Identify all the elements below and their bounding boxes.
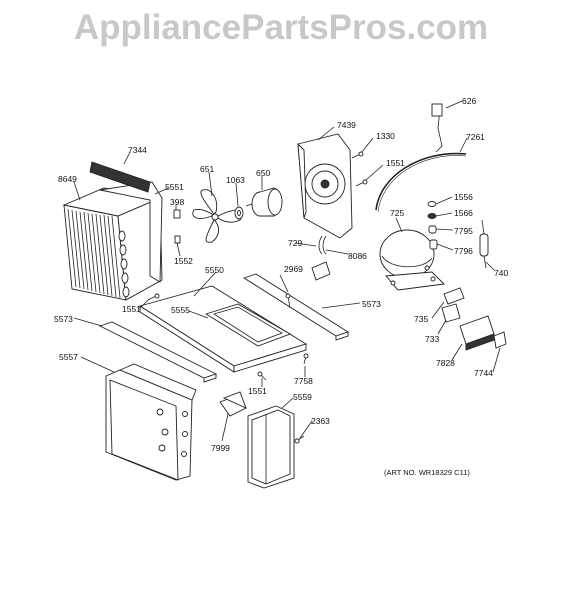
washer-1566[interactable] (427, 213, 437, 219)
front-panel[interactable] (105, 363, 197, 481)
label-2969: 2969 (284, 264, 303, 274)
side-panel[interactable] (247, 405, 295, 489)
drier[interactable] (479, 219, 489, 269)
label-1551-mid: 1551 (122, 304, 141, 314)
label-7796: 7796 (454, 246, 473, 256)
label-5573-right: 5573 (362, 299, 381, 309)
power-cord[interactable] (431, 103, 443, 153)
label-735: 735 (414, 314, 428, 324)
screw-2969[interactable] (285, 293, 291, 309)
label-650: 650 (256, 168, 270, 178)
condenser-coil[interactable] (62, 187, 163, 301)
label-7344: 7344 (128, 145, 147, 155)
clip-1552[interactable] (174, 235, 181, 244)
clip-398[interactable] (173, 209, 181, 219)
label-7261: 7261 (466, 132, 485, 142)
label-5550: 5550 (205, 265, 224, 275)
label-1551-top: 1551 (386, 158, 405, 168)
label-2363: 2363 (311, 416, 330, 426)
label-7828: 7828 (436, 358, 455, 368)
label-8086: 8086 (348, 251, 367, 261)
screw-2363[interactable] (294, 435, 305, 444)
relay-729[interactable] (318, 235, 327, 255)
label-1552: 1552 (174, 256, 193, 266)
sleeve-7796[interactable] (429, 239, 438, 250)
rail-right[interactable] (242, 273, 350, 341)
label-1566: 1566 (454, 208, 473, 218)
label-7795: 7795 (454, 226, 473, 236)
leader-lines (73, 100, 501, 442)
bracket-2969-part[interactable] (311, 261, 331, 281)
part-labels: 626 7261 7439 1330 1551 7344 8649 5551 6… (54, 96, 508, 453)
overload-733[interactable] (441, 303, 461, 323)
label-7439: 7439 (337, 120, 356, 130)
label-5557: 5557 (59, 352, 78, 362)
watermark: AppliancePartsPros.com (73, 8, 489, 47)
base-box[interactable] (204, 303, 292, 347)
shroud[interactable] (99, 181, 163, 283)
label-398: 398 (170, 197, 184, 207)
label-651: 651 (200, 164, 214, 174)
label-740: 740 (494, 268, 508, 278)
fan-bracket[interactable] (297, 133, 353, 239)
label-725: 725 (390, 208, 404, 218)
label-1330: 1330 (376, 131, 395, 141)
label-1556: 1556 (454, 192, 473, 202)
label-7999: 7999 (211, 443, 230, 453)
grommet-7795[interactable] (428, 225, 437, 234)
label-5559: 5559 (293, 392, 312, 402)
compressor[interactable] (379, 229, 445, 291)
label-7744: 7744 (474, 368, 493, 378)
label-733: 733 (425, 334, 439, 344)
label-5573-left: 5573 (54, 314, 73, 324)
fan-motor[interactable] (245, 187, 283, 217)
label-7758: 7758 (294, 376, 313, 386)
label-5555: 5555 (171, 305, 190, 315)
gasket-strip[interactable] (89, 161, 151, 193)
base-pan[interactable] (138, 285, 308, 373)
washer-1556[interactable] (427, 201, 437, 207)
screw-1330[interactable] (351, 151, 364, 159)
label-1063: 1063 (226, 175, 245, 185)
screw-1551-top[interactable] (355, 179, 368, 187)
fan-blade[interactable] (192, 189, 243, 243)
label-8649: 8649 (58, 174, 77, 184)
clip-7744[interactable] (493, 331, 507, 349)
label-626: 626 (462, 96, 476, 106)
cover-7828[interactable] (459, 315, 495, 351)
screw-1551-low[interactable] (257, 371, 267, 381)
tube[interactable] (375, 152, 467, 213)
bracket-7999[interactable] (219, 391, 247, 417)
fan-nut[interactable] (234, 206, 244, 220)
rail-left[interactable] (98, 321, 218, 383)
label-5551: 5551 (165, 182, 184, 192)
label-1551-low: 1551 (248, 386, 267, 396)
screw-7758[interactable] (303, 353, 309, 365)
relay-735[interactable] (443, 287, 465, 305)
screw-1551-mid[interactable] (147, 293, 160, 301)
label-729: 729 (288, 238, 302, 248)
art-number: (ART NO. WR18329 C11) (384, 468, 470, 477)
